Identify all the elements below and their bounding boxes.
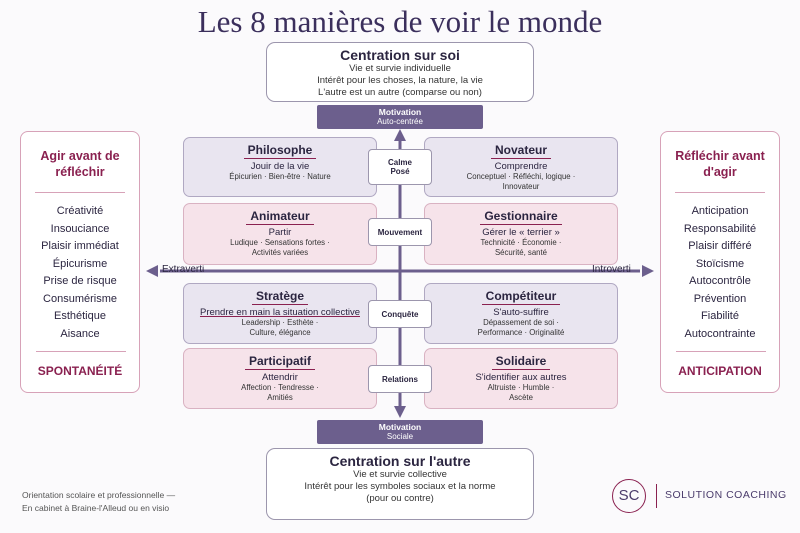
center-label-relations: Relations bbox=[368, 365, 432, 393]
quadrant-traits: Altruiste · Humble · bbox=[487, 383, 555, 392]
left-panel-item: Consumérisme bbox=[43, 292, 117, 305]
center-label-text: Calme bbox=[387, 158, 412, 167]
divider bbox=[675, 192, 765, 193]
center-label-text: Mouvement bbox=[377, 227, 423, 237]
left-panel-item: Plaisir immédiat bbox=[41, 240, 119, 252]
right-panel-anticipation: Réfléchir avant d'agir Anticipation Resp… bbox=[660, 131, 780, 393]
quadrant-title: Animateur bbox=[246, 209, 314, 225]
motivation-label: Motivation bbox=[378, 422, 422, 432]
right-panel-footer: ANTICIPATION bbox=[678, 364, 762, 378]
quadrant-title: Stratège bbox=[251, 289, 309, 305]
quadrant-traits: Sécurité, santé bbox=[494, 248, 547, 257]
footer-tagline: Orientation scolaire et professionnelle … bbox=[22, 489, 175, 515]
quadrant-traits: Ludique · Sensations fortes · bbox=[230, 238, 330, 247]
right-panel-item: Fiabilité bbox=[701, 310, 739, 322]
quadrant-title: Gestionnaire bbox=[480, 209, 562, 225]
quadrant-traits: Innovateur bbox=[502, 182, 540, 191]
quadrant-title: Compétiteur bbox=[481, 289, 561, 305]
centration-autre-title: Centration sur l'autre bbox=[329, 453, 471, 469]
centration-soi-line: L'autre est un autre (comparse ou non) bbox=[318, 87, 482, 98]
footer-line: En cabinet à Braine-l'Alleud ou en visio bbox=[22, 503, 170, 513]
quadrant-traits: Dépassement de soi · bbox=[483, 318, 559, 327]
left-panel-footer: SPONTANÉITÉ bbox=[37, 364, 123, 378]
divider bbox=[656, 484, 657, 508]
quadrant-gestionnaire: Gestionnaire Gérer le « terrier » Techni… bbox=[424, 203, 618, 265]
brand-name: SOLUTION COACHING bbox=[665, 489, 787, 501]
quadrant-title: Participatif bbox=[244, 354, 315, 370]
axis-label-introverti: Introverti bbox=[592, 264, 631, 275]
quadrant-traits: Activités variées bbox=[251, 248, 309, 257]
right-panel-item: Stoïcisme bbox=[695, 257, 745, 270]
footer-line: Orientation scolaire et professionnelle … bbox=[22, 490, 176, 500]
center-label-text: Posé bbox=[390, 167, 410, 176]
brand-logo: SC bbox=[612, 479, 646, 513]
left-panel-spontaneite: Agir avant de réfléchir Créativité Insou… bbox=[20, 131, 140, 393]
quadrant-title: Solidaire bbox=[491, 354, 551, 370]
right-panel-item: Autocontrainte bbox=[684, 327, 756, 340]
quadrant-traits: Affection · Tendresse · bbox=[241, 383, 319, 392]
quadrant-title: Philosophe bbox=[243, 143, 317, 159]
quadrant-novateur: Novateur Comprendre Conceptuel · Réfléch… bbox=[424, 137, 618, 197]
centration-autre-line: Intérêt pour les symboles sociaux et la … bbox=[304, 481, 496, 492]
quadrant-subtitle: Comprendre bbox=[494, 161, 548, 172]
motivation-sociale-bar: Motivation Sociale bbox=[317, 420, 483, 444]
left-panel-item: Prise de risque bbox=[43, 275, 117, 287]
motivation-sub: Sociale bbox=[386, 432, 414, 441]
centration-soi-line: Vie et survie individuelle bbox=[349, 63, 451, 74]
quadrant-subtitle: S'identifier aux autres bbox=[475, 372, 567, 383]
quadrant-subtitle: Jouir de la vie bbox=[250, 161, 310, 172]
right-panel-item: Autocontrôle bbox=[689, 275, 751, 287]
quadrant-subtitle: S'auto-suffire bbox=[493, 307, 549, 318]
right-panel-item: Prévention bbox=[693, 292, 747, 305]
left-panel-item: Insouciance bbox=[50, 222, 110, 235]
quadrant-traits: Leadership · Esthète · bbox=[241, 318, 319, 327]
right-panel-item: Anticipation bbox=[691, 205, 749, 217]
center-label-conquete: Conquête bbox=[368, 300, 432, 328]
center-label-mouvement: Mouvement bbox=[368, 218, 432, 246]
quadrant-competiteur: Compétiteur S'auto-suffire Dépassement d… bbox=[424, 283, 618, 344]
axis-label-extraverti: Extraverti bbox=[162, 264, 205, 275]
centration-soi-title: Centration sur soi bbox=[340, 47, 460, 63]
left-panel-item: Aisance bbox=[60, 327, 100, 340]
quadrant-subtitle: Attendrir bbox=[262, 372, 298, 383]
quadrant-traits: Performance · Originalité bbox=[477, 328, 565, 337]
quadrant-subtitle: Prendre en main la situation collective bbox=[199, 307, 360, 318]
centration-soi-box: Centration sur soi Vie et survie individ… bbox=[266, 42, 534, 102]
center-label-calme-pose: Calme Posé bbox=[368, 149, 432, 185]
quadrant-animateur: Animateur Partir Ludique · Sensations fo… bbox=[183, 203, 377, 265]
quadrant-subtitle: Gérer le « terrier » bbox=[482, 227, 560, 238]
quadrant-traits: Conceptuel · Réfléchi, logique · bbox=[466, 172, 576, 181]
left-panel-item: Créativité bbox=[56, 205, 104, 217]
quadrant-traits: Technicité · Économie · bbox=[480, 238, 562, 247]
center-label-text: Conquête bbox=[381, 309, 419, 319]
quadrant-philosophe: Philosophe Jouir de la vie Épicurien · B… bbox=[183, 137, 377, 197]
left-panel-item: Esthétique bbox=[54, 310, 106, 322]
quadrant-traits: Ascète bbox=[509, 393, 533, 402]
quadrant-stratege: Stratège Prendre en main la situation co… bbox=[183, 283, 377, 344]
quadrant-traits: Amitiés bbox=[267, 393, 293, 402]
quadrant-traits: Épicurien · Bien-être · Nature bbox=[229, 172, 331, 181]
divider bbox=[36, 351, 126, 352]
motivation-label: Motivation bbox=[378, 107, 422, 117]
right-panel-item: Plaisir différé bbox=[688, 240, 752, 252]
quadrant-traits: Culture, élégance bbox=[249, 328, 311, 337]
right-panel-title: Réfléchir avant d'agir bbox=[675, 149, 765, 179]
centration-autre-line: Vie et survie collective bbox=[353, 469, 447, 480]
centration-autre-line: (pour ou contre) bbox=[366, 493, 434, 504]
quadrant-title: Novateur bbox=[490, 143, 551, 159]
right-panel-item: Responsabilité bbox=[683, 222, 757, 235]
quadrant-subtitle: Partir bbox=[268, 227, 292, 238]
left-panel-item: Épicurisme bbox=[52, 257, 108, 270]
page-title: Les 8 manières de voir le monde bbox=[197, 4, 603, 39]
quadrant-participatif: Participatif Attendrir Affection · Tendr… bbox=[183, 348, 377, 409]
quadrant-solidaire: Solidaire S'identifier aux autres Altrui… bbox=[424, 348, 618, 409]
motivation-auto-centree-bar: Motivation Auto-centrée bbox=[317, 105, 483, 129]
centration-soi-line: Intérêt pour les choses, la nature, la v… bbox=[317, 75, 483, 86]
divider bbox=[676, 351, 766, 352]
centration-autre-box: Centration sur l'autre Vie et survie col… bbox=[266, 448, 534, 520]
left-panel-title: Agir avant de réfléchir bbox=[40, 149, 120, 179]
divider bbox=[35, 192, 125, 193]
motivation-sub: Auto-centrée bbox=[377, 117, 423, 126]
center-label-text: Relations bbox=[381, 374, 418, 384]
